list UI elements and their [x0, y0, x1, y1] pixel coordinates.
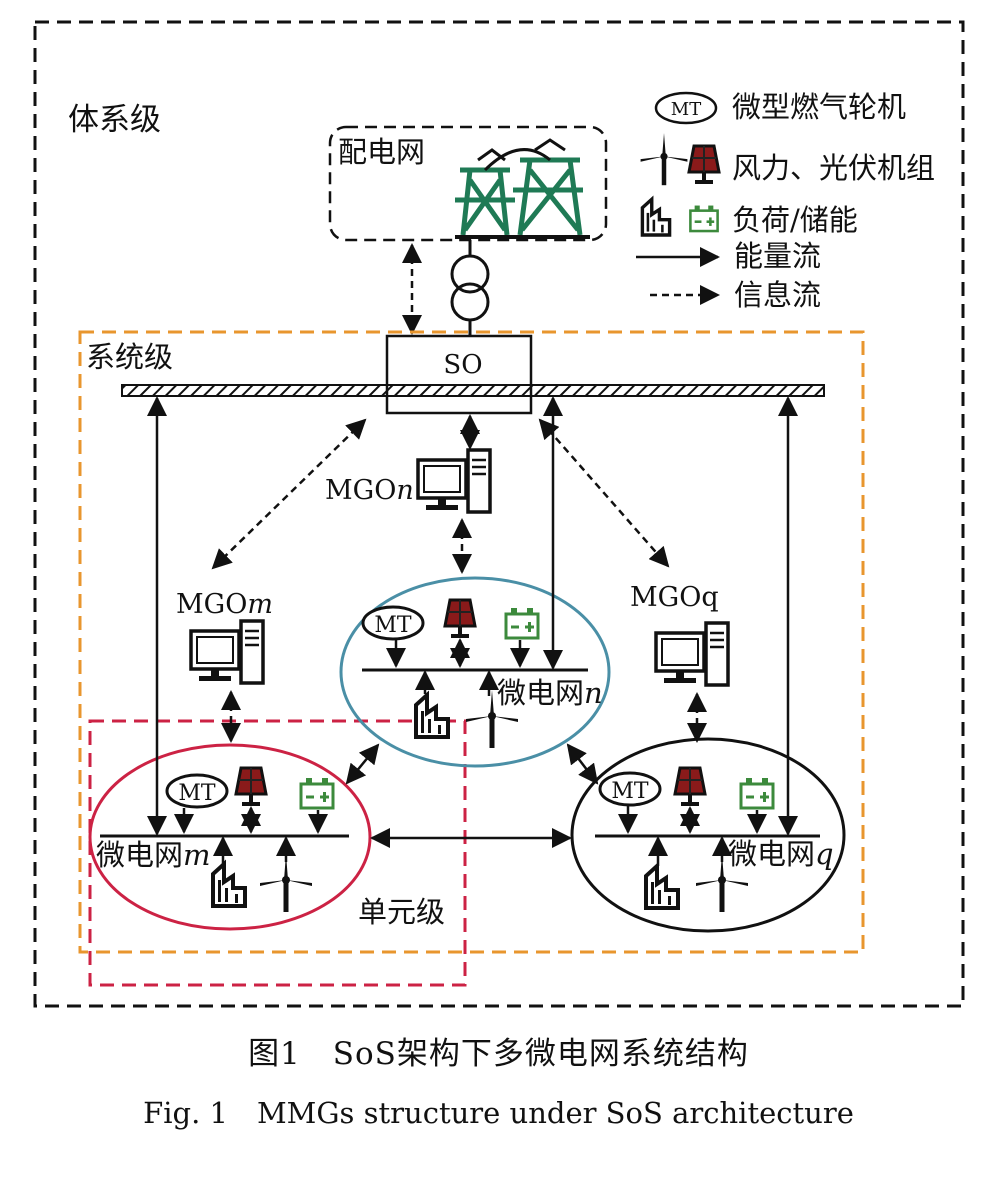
wind-turbine-icon: [640, 133, 688, 186]
battery-storage-icon: [689, 204, 719, 233]
sos-level-label: 体系级: [68, 102, 161, 138]
pv-unit-icon: [234, 766, 268, 808]
mt-icon: [654, 91, 718, 125]
sos-architecture-diagram: 体系级 配电网 MT 微型燃气轮机 风力、光伏机组 负荷/储能 能量流 信息流: [33, 20, 965, 1008]
figure-caption-cn: 图1 SoS架构下多微电网系统结构: [248, 1036, 749, 1072]
computer-icon: [654, 621, 730, 687]
so-label: SO: [443, 350, 482, 380]
battery-storage-icon: [299, 776, 335, 810]
so-box: [385, 334, 533, 415]
pv-unit-icon: [687, 144, 721, 186]
microgrid-n-mt-label: MT: [374, 613, 412, 638]
microgrid-n-label: 微电网n: [497, 676, 603, 710]
system-level-boundary: [78, 330, 865, 954]
legend-mt-label: 微型燃气轮机: [732, 90, 906, 124]
mgo-m-label: MGOm: [176, 589, 273, 620]
transmission-tower-icon: [455, 138, 590, 239]
load-building-icon: [644, 864, 680, 910]
distribution-grid-label: 配电网: [338, 135, 425, 169]
svg-text:MT: MT: [671, 99, 701, 120]
microgrid-q-boundary: [570, 737, 846, 933]
sos-level-boundary: [33, 20, 965, 1008]
microgrid-m-mt-label: MT: [178, 781, 216, 806]
microgrid-n-q-energy-flow: [566, 743, 599, 785]
transformer-icon: [450, 240, 490, 336]
microgrid-q-label: 微电网q: [728, 837, 834, 871]
legend-info-flow-label: 信息流: [734, 278, 821, 312]
microgrid-m-n-energy-flow: [345, 743, 380, 785]
microgrid-m-label: 微电网m: [96, 838, 211, 872]
pv-unit-icon: [443, 598, 477, 640]
computer-icon: [189, 619, 265, 685]
distribution-grid-box: [328, 125, 608, 242]
figure-caption-en: Fig. 1 MMGs structure under SoS architec…: [143, 1096, 854, 1130]
load-building-icon: [640, 197, 672, 237]
mgo-q-label: MGOq: [630, 582, 719, 613]
battery-storage-icon: [504, 606, 540, 640]
microgrid-q-mt-label: MT: [611, 779, 649, 804]
main-bus-bar: [121, 384, 825, 397]
pv-unit-icon: [673, 766, 707, 808]
unit-level-boundary: [88, 719, 467, 987]
system-level-label: 系统级: [86, 340, 173, 374]
computer-icon: [416, 448, 492, 514]
wind-turbine-icon: [260, 854, 312, 912]
mgo-n-label: MGOn: [325, 475, 414, 506]
legend-energy-flow-label: 能量流: [734, 239, 821, 273]
microgrid-n-boundary: [339, 576, 611, 768]
so-mgo-q-info-flow: [538, 418, 670, 568]
legend: MT 微型燃气轮机 风力、光伏机组 负荷/储能 能量流 信息流: [636, 90, 935, 312]
load-building-icon: [211, 862, 247, 908]
battery-storage-icon: [739, 776, 775, 810]
legend-load-storage-label: 负荷/储能: [732, 203, 858, 237]
load-building-icon: [414, 693, 450, 739]
legend-renewables-label: 风力、光伏机组: [732, 151, 935, 185]
unit-level-label: 单元级: [358, 895, 445, 929]
